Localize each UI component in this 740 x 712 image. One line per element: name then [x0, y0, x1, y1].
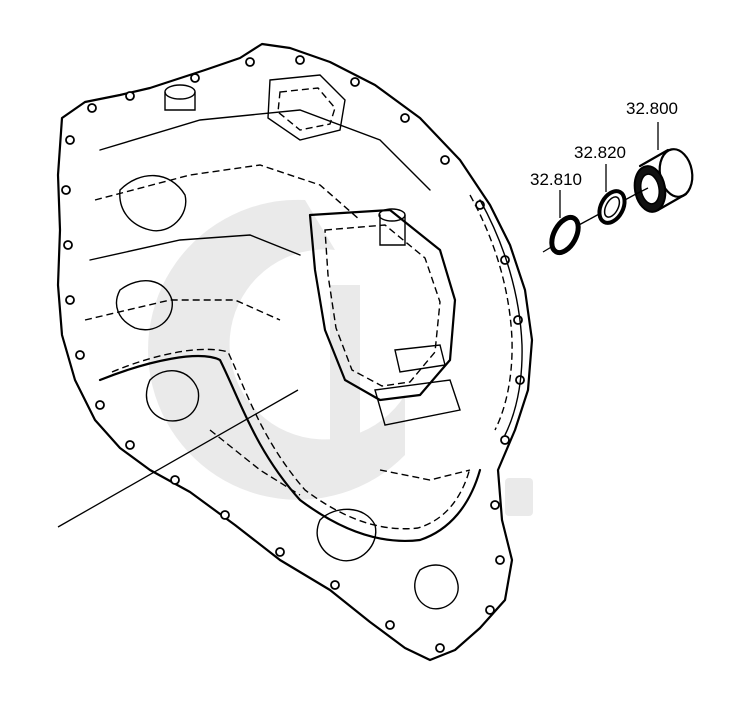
callout-32-800: 32.800 — [626, 99, 678, 118]
washer-part — [589, 164, 637, 225]
bolt-holes — [61, 55, 525, 653]
callout-32-820: 32.820 — [574, 143, 626, 162]
housing-leader-line — [57, 389, 299, 528]
watermark-logo — [148, 199, 533, 516]
transmission-housing — [56, 42, 534, 662]
bushing-part — [633, 122, 694, 213]
snap-ring-part — [542, 190, 591, 256]
callout-32-810: 32.810 — [530, 170, 582, 189]
